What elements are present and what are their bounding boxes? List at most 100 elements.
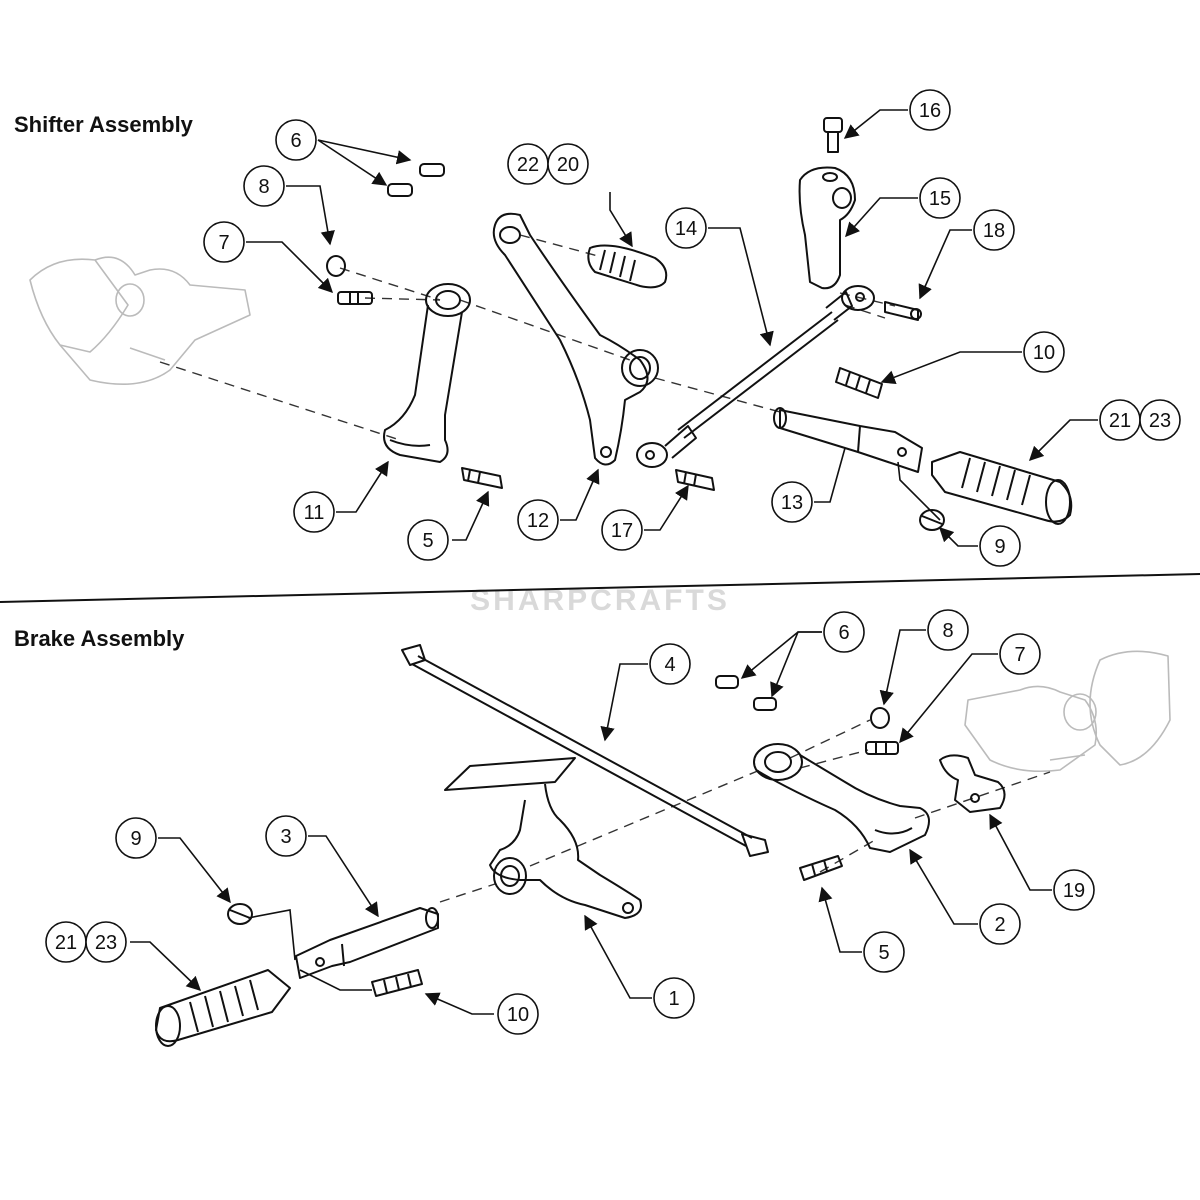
brake-bolt-5 — [799, 855, 843, 881]
brake-axis-lines — [439, 719, 1051, 903]
svg-text:23: 23 — [1149, 410, 1171, 432]
svg-text:7: 7 — [1014, 644, 1025, 666]
svg-text:8: 8 — [258, 176, 269, 198]
callout-brake-23: 23 — [85, 921, 127, 963]
svg-text:3: 3 — [280, 826, 291, 848]
callout-brake-21: 21 — [45, 921, 87, 963]
brake-pedal-1 — [444, 757, 642, 919]
callout-brake-19: 19 — [1053, 869, 1095, 911]
svg-text:8: 8 — [942, 620, 953, 642]
shifter-clevis-13 — [773, 407, 923, 473]
callout-shifter-7: 7 — [203, 221, 245, 263]
svg-text:5: 5 — [878, 942, 889, 964]
shifter-parts — [29, 117, 1073, 531]
svg-text:6: 6 — [838, 622, 849, 644]
shifter-bolt-10 — [835, 367, 883, 399]
shifter-peg-20 — [587, 244, 668, 289]
callout-brake-6: 6 — [823, 611, 865, 653]
callout-shifter-13: 13 — [771, 481, 813, 523]
callout-shifter-8: 8 — [243, 165, 285, 207]
brake-nut-9 — [227, 903, 253, 925]
shifter-screw-17 — [675, 469, 715, 491]
ghost-footrest-mount-right — [964, 650, 1171, 773]
shifter-nut-9 — [919, 509, 945, 531]
callout-brake-1: 1 — [653, 977, 695, 1019]
callout-shifter-5: 5 — [407, 519, 449, 561]
shifter-lever-12 — [492, 212, 659, 466]
callout-shifter-9: 9 — [979, 525, 1021, 567]
brake-leaders — [130, 629, 1052, 1015]
svg-text:21: 21 — [1109, 410, 1131, 432]
svg-text:12: 12 — [527, 510, 549, 532]
brake-callouts: 4 6 8 7 9 3 21 23 19 5 2 10 1 — [45, 609, 1095, 1035]
svg-text:16: 16 — [919, 100, 941, 122]
svg-text:13: 13 — [781, 492, 803, 514]
svg-text:5: 5 — [422, 530, 433, 552]
ghost-footrest-mount-left — [29, 256, 251, 385]
svg-text:2: 2 — [994, 914, 1005, 936]
svg-text:19: 19 — [1063, 880, 1085, 902]
svg-text:10: 10 — [1033, 342, 1055, 364]
callout-shifter-21: 21 — [1099, 399, 1141, 441]
callout-shifter-16: 16 — [909, 89, 951, 131]
shifter-rod-14 — [636, 285, 875, 468]
callout-shifter-15: 15 — [919, 177, 961, 219]
callout-brake-4: 4 — [649, 643, 691, 685]
svg-text:9: 9 — [994, 536, 1005, 558]
callout-shifter-20: 20 — [547, 143, 589, 185]
svg-text:20: 20 — [557, 154, 579, 176]
callout-shifter-22: 22 — [507, 143, 549, 185]
shifter-lever-11 — [383, 283, 471, 463]
brake-screw-6a — [715, 675, 739, 689]
brake-bracket-19 — [939, 754, 1006, 813]
callout-shifter-23: 23 — [1139, 399, 1181, 441]
callout-shifter-17: 17 — [601, 509, 643, 551]
brake-bolt-10 — [371, 969, 423, 997]
shifter-bolt-5 — [461, 467, 503, 489]
callout-brake-8: 8 — [927, 609, 969, 651]
svg-text:17: 17 — [611, 520, 633, 542]
shifter-screw-18 — [884, 301, 922, 321]
brake-lever-2 — [753, 743, 930, 853]
brake-parts — [155, 644, 1171, 1047]
shifter-lever-15 — [798, 166, 856, 290]
shifter-ring-8 — [326, 255, 346, 277]
callout-shifter-10: 10 — [1023, 331, 1065, 373]
svg-text:9: 9 — [130, 828, 141, 850]
shifter-assembly-title: Shifter Assembly — [14, 112, 193, 137]
shifter-axis-lines — [159, 234, 896, 441]
shifter-screw-6a — [419, 163, 445, 177]
brake-setscrew-7 — [865, 741, 899, 755]
svg-text:21: 21 — [55, 932, 77, 954]
brake-rod-4 — [401, 644, 769, 857]
callout-shifter-12: 12 — [517, 499, 559, 541]
callout-brake-2: 2 — [979, 903, 1021, 945]
brake-clevis-3 — [295, 907, 439, 979]
svg-text:14: 14 — [675, 218, 697, 240]
brake-screw-6b — [753, 697, 777, 711]
svg-text:18: 18 — [983, 220, 1005, 242]
callout-shifter-18: 18 — [973, 209, 1015, 251]
svg-text:23: 23 — [95, 932, 117, 954]
svg-text:6: 6 — [290, 130, 301, 152]
callout-brake-9: 9 — [115, 817, 157, 859]
svg-text:1: 1 — [668, 988, 679, 1010]
callout-brake-3: 3 — [265, 815, 307, 857]
brake-assembly-title: Brake Assembly — [14, 626, 185, 651]
brake-footpeg-21 — [155, 969, 291, 1047]
callout-shifter-14: 14 — [665, 207, 707, 249]
shifter-bolt-16 — [823, 117, 843, 153]
section-divider — [0, 573, 1200, 603]
shifter-callouts: 6 8 7 22 20 14 16 15 18 10 21 23 11 5 12… — [203, 89, 1181, 567]
svg-text:4: 4 — [664, 654, 675, 676]
svg-text:11: 11 — [304, 502, 325, 524]
brake-ring-8 — [870, 707, 890, 729]
svg-text:15: 15 — [929, 188, 951, 210]
callout-brake-5: 5 — [863, 931, 905, 973]
callout-brake-10: 10 — [497, 993, 539, 1035]
svg-text:22: 22 — [517, 154, 539, 176]
callout-shifter-11: 11 — [293, 491, 335, 533]
svg-text:10: 10 — [507, 1004, 529, 1026]
